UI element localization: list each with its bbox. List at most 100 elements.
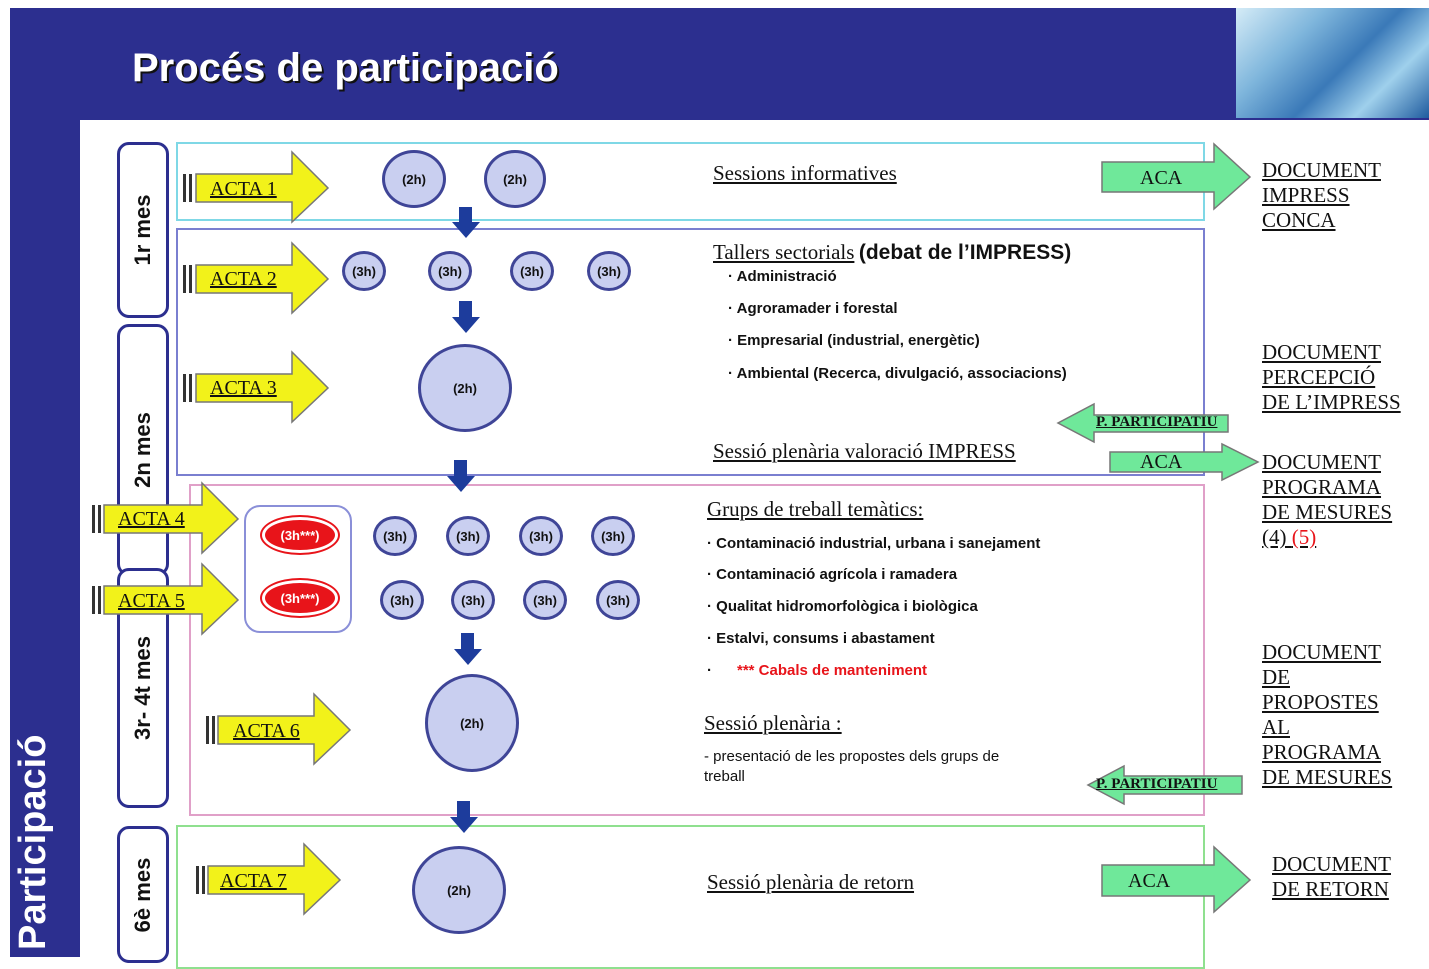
plenaria-desc-2: treball bbox=[704, 768, 745, 785]
session-circle: (3h) bbox=[380, 580, 424, 620]
document-line: DOCUMENT bbox=[1272, 852, 1391, 876]
document-line: DE bbox=[1262, 665, 1290, 689]
acta-arrow-5 bbox=[92, 562, 240, 636]
page-title: Procés de participació bbox=[132, 46, 559, 90]
aca-arrow-2 bbox=[1109, 442, 1260, 482]
document-line: PROPOSTES bbox=[1262, 690, 1379, 714]
document-line: IMPRESS bbox=[1262, 183, 1350, 207]
document-line: PROGRAMA bbox=[1262, 740, 1382, 764]
grups-item: · Contaminació agrícola i ramadera bbox=[707, 566, 958, 583]
document-line: DE L’IMPRESS bbox=[1262, 390, 1401, 414]
document-line: AL bbox=[1262, 715, 1290, 739]
document-line: PROGRAMA bbox=[1262, 475, 1382, 499]
tallers-heading: Tallers sectorials (debat de l’IMPRESS) bbox=[713, 240, 1071, 265]
month-box-4: 6è mes bbox=[117, 826, 169, 963]
session-circle: (3h) bbox=[373, 516, 417, 556]
header-photo bbox=[1236, 8, 1429, 118]
document-line: (4) (5) bbox=[1262, 525, 1392, 550]
session-circle: (3h) bbox=[591, 516, 635, 556]
document-line: PERCEPCIÓ bbox=[1262, 365, 1376, 389]
grups-item-red: *** Cabals de manteniment bbox=[737, 662, 928, 679]
grups-item: · Contaminació industrial, urbana i sane… bbox=[707, 535, 1041, 552]
tallers-item: · Empresarial (industrial, energètic) bbox=[728, 332, 980, 349]
session-circle: (3h) bbox=[446, 516, 490, 556]
session-circle: (2h) bbox=[484, 150, 546, 208]
acta-label-7: ACTA 7 bbox=[220, 870, 287, 892]
document-line: DE RETORN bbox=[1272, 877, 1389, 901]
acta-arrow-6 bbox=[206, 692, 352, 766]
down-arrows bbox=[447, 207, 482, 833]
session-circle: (3h) bbox=[510, 251, 554, 291]
document-line: DE MESURES bbox=[1262, 765, 1393, 789]
acta-arrow-4 bbox=[92, 481, 240, 555]
session-circle: (2h) bbox=[382, 150, 446, 208]
grups-item: · Estalvi, consums i abastament bbox=[707, 630, 935, 647]
month-box-1: 1r mes bbox=[117, 142, 169, 318]
sessions-informatives-label: Sessions informatives bbox=[713, 161, 897, 185]
plenaria-valoracio-label: Sessió plenària valoració IMPRESS bbox=[713, 439, 1016, 463]
tallers-item: · Agroramader i forestal bbox=[728, 300, 898, 317]
tallers-item: · Administració bbox=[728, 268, 837, 285]
document-ref-red: (5) bbox=[1291, 525, 1317, 549]
grups-item-red-bullet: · bbox=[707, 662, 712, 679]
tallers-item: · Ambiental (Recerca, divulgació, associ… bbox=[728, 365, 1067, 382]
document-line: CONCA bbox=[1262, 208, 1336, 232]
grups-title: Grups de treball temàtics: bbox=[707, 497, 924, 521]
pp-arrow-2 bbox=[1086, 764, 1243, 806]
document-line: DOCUMENT bbox=[1262, 340, 1381, 364]
frame-tallers bbox=[176, 228, 1205, 476]
session-circle: (3h) bbox=[596, 580, 640, 620]
pp-label-1: P. PARTICIPATIU bbox=[1096, 414, 1218, 430]
acta-label-4: ACTA 4 bbox=[118, 508, 185, 530]
session-circle: (3h) bbox=[428, 251, 472, 291]
acta-arrow-7 bbox=[196, 842, 342, 916]
document-line: DOCUMENT bbox=[1262, 640, 1381, 664]
document-programa: DOCUMENT PROGRAMA DE MESURES (4) (5) bbox=[1262, 450, 1392, 550]
session-circle: (3h) bbox=[587, 251, 631, 291]
acta-label-5: ACTA 5 bbox=[118, 590, 185, 612]
document-impress-conca: DOCUMENT IMPRESS CONCA bbox=[1262, 158, 1381, 233]
session-circle: (3h) bbox=[342, 251, 386, 291]
month-box-2: 2n mes bbox=[117, 324, 169, 576]
grups-item: · Qualitat hidromorfològica i biològica bbox=[707, 598, 978, 615]
pp-label-2: P. PARTICIPATIU bbox=[1096, 776, 1218, 792]
acta-arrow-3 bbox=[183, 350, 330, 424]
session-circle-red: (3h***) bbox=[262, 580, 338, 616]
session-circle: (3h) bbox=[523, 580, 567, 620]
aca-label-3: ACA bbox=[1128, 870, 1171, 892]
frame-grups bbox=[189, 484, 1205, 816]
acta-arrow-1 bbox=[183, 150, 330, 224]
aca-arrow-3 bbox=[1101, 845, 1252, 914]
plenaria-label: Sessió plenària : bbox=[704, 711, 842, 735]
acta-label-3: ACTA 3 bbox=[210, 377, 277, 399]
retorn-label: Sessió plenària de retorn bbox=[707, 870, 915, 894]
header-bar bbox=[10, 8, 1429, 120]
document-propostes: DOCUMENT DE PROPOSTES AL PROGRAMA DE MES… bbox=[1262, 640, 1392, 790]
aca-arrow-1 bbox=[1101, 142, 1252, 211]
plenary-circle: (2h) bbox=[425, 674, 519, 772]
plenary-circle: (2h) bbox=[418, 344, 512, 432]
session-circle: (3h) bbox=[519, 516, 563, 556]
acta-label-1: ACTA 1 bbox=[210, 178, 277, 200]
document-line: DOCUMENT bbox=[1262, 450, 1381, 474]
document-ref: (4) bbox=[1262, 525, 1287, 549]
acta-arrow-2 bbox=[183, 241, 330, 315]
acta-label-2: ACTA 2 bbox=[210, 268, 277, 290]
plenary-circle: (2h) bbox=[412, 846, 506, 934]
tallers-title: Tallers sectorials bbox=[713, 240, 855, 264]
tallers-suffix: (debat de l’IMPRESS) bbox=[858, 241, 1072, 264]
session-circle-red: (3h***) bbox=[262, 517, 338, 553]
plenaria-desc-1: - presentació de les propostes dels grup… bbox=[704, 748, 1000, 765]
side-band bbox=[10, 110, 80, 957]
document-line: DE MESURES bbox=[1262, 500, 1393, 524]
acta-label-6: ACTA 6 bbox=[233, 720, 300, 742]
document-retorn: DOCUMENT DE RETORN bbox=[1272, 852, 1391, 902]
document-percepcio: DOCUMENT PERCEPCIÓ DE L’IMPRESS bbox=[1262, 340, 1401, 415]
aca-label-2: ACA bbox=[1140, 451, 1183, 473]
aca-label-1: ACA bbox=[1140, 167, 1183, 189]
group-bracket bbox=[244, 505, 352, 633]
pp-arrow-1 bbox=[1056, 402, 1229, 444]
session-circle: (3h) bbox=[451, 580, 495, 620]
document-line: DOCUMENT bbox=[1262, 158, 1381, 182]
